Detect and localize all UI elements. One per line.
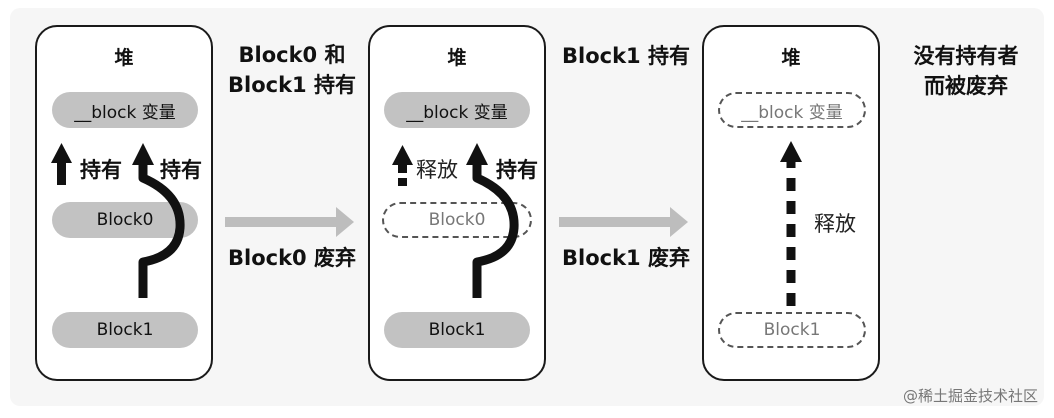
heap-panel-3: 堆 __block 变量 Block1 bbox=[702, 25, 880, 381]
hold-label-right: 持有 bbox=[160, 158, 202, 182]
watermark: @稀土掘金技术社区 bbox=[902, 387, 1038, 405]
block-variable: __block 变量 bbox=[52, 92, 198, 128]
block-variable-released: __block 变量 bbox=[718, 92, 866, 128]
heap-title: 堆 bbox=[114, 47, 134, 69]
block-variable: __block 变量 bbox=[384, 92, 530, 128]
release-label: 释放 bbox=[814, 212, 856, 236]
caption-3-line2: 而被废弃 bbox=[924, 74, 1008, 98]
caption-1-line2: Block1 持有 bbox=[228, 73, 356, 97]
caption-3: 没有持有者 而被废弃 bbox=[896, 41, 1036, 101]
hold-label-left: 持有 bbox=[80, 158, 122, 182]
heap-title: 堆 bbox=[447, 47, 467, 69]
heap-panel-2: 堆 __block 变量 Block0 Block1 bbox=[368, 25, 546, 381]
block0-node-released: Block0 bbox=[382, 202, 532, 238]
caption-1-bottom: Block0 废弃 bbox=[228, 246, 356, 270]
heap-title: 堆 bbox=[781, 47, 801, 69]
block1-node: Block1 bbox=[384, 312, 530, 348]
hold-label: 持有 bbox=[496, 158, 538, 182]
block1-node: Block1 bbox=[52, 312, 198, 348]
caption-1-line1: Block0 和 bbox=[238, 43, 346, 67]
caption-2-bottom: Block1 废弃 bbox=[562, 246, 690, 270]
caption-3-line1: 没有持有者 bbox=[913, 44, 1019, 68]
caption-2-top: Block1 持有 bbox=[562, 44, 690, 68]
heap-panel-1: 堆 __block 变量 Block0 Block1 bbox=[35, 25, 213, 381]
block1-node-released: Block1 bbox=[718, 312, 866, 348]
block0-node: Block0 bbox=[52, 202, 198, 238]
caption-1-top: Block0 和 Block1 持有 bbox=[222, 40, 362, 100]
release-label: 释放 bbox=[416, 158, 458, 182]
